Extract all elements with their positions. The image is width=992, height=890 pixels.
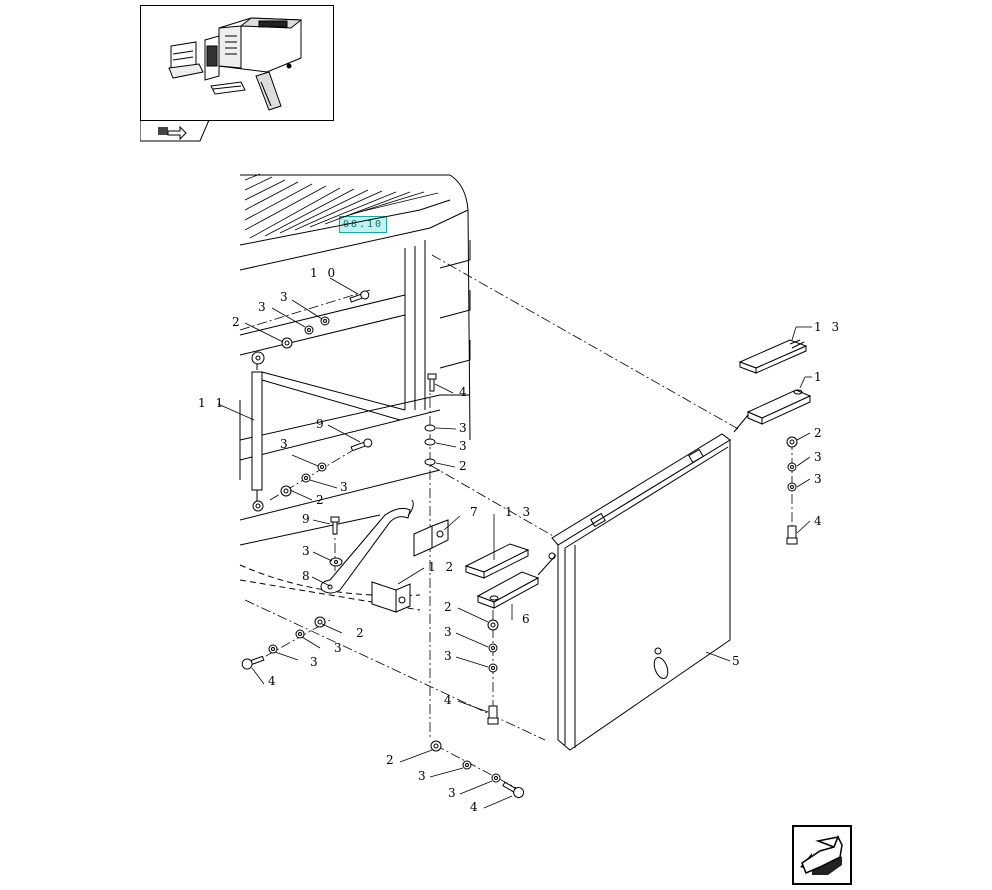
support-arm: [320, 499, 414, 594]
callout-5: 5: [732, 654, 743, 668]
callout-12: 1 2: [428, 560, 457, 574]
callout-3: 3: [418, 769, 429, 783]
callout-2: 2: [459, 459, 470, 473]
callout-3: 3: [444, 625, 455, 639]
callout-3: 3: [310, 655, 321, 669]
callout-6: 6: [522, 612, 533, 626]
machine-overview-thumbnail[interactable]: [140, 5, 334, 121]
callout-8: 8: [302, 569, 313, 583]
cover-door-panel: [551, 433, 731, 751]
next-page-button[interactable]: [792, 825, 852, 885]
callout-4: 4: [268, 674, 279, 688]
callout-3: 3: [280, 437, 291, 451]
clip-bracket: [413, 519, 449, 557]
callout-1: 1: [814, 370, 825, 384]
callout-4: 4: [814, 514, 825, 528]
callout-4: 4: [459, 385, 470, 399]
callout-3: 3: [814, 472, 825, 486]
callout-9: 9: [302, 512, 313, 526]
rubber-pad-middle: [464, 543, 530, 579]
callout-2: 2: [232, 315, 243, 329]
callout-3: 3: [280, 290, 291, 304]
callout-4: 4: [444, 693, 455, 707]
next-page-arrow-icon: [800, 835, 843, 875]
callout-7: 7: [470, 505, 481, 519]
machine-overview-icon: [168, 17, 303, 111]
fasteners: [241, 290, 798, 798]
callout-13: 1 3: [814, 320, 843, 334]
callout-11: 1 1: [198, 396, 227, 410]
callout-3: 3: [814, 450, 825, 464]
hinge-plate-right: [733, 389, 812, 433]
callout-9: 9: [316, 417, 327, 431]
cab-grille: [244, 173, 439, 239]
callout-2: 2: [356, 626, 367, 640]
callout-2: 2: [814, 426, 825, 440]
callout-4: 4: [470, 800, 481, 814]
gas-strut: [251, 351, 265, 512]
reference-tag[interactable]: 08.10: [339, 216, 387, 233]
cab-body: [239, 174, 471, 546]
rubber-pad-right: [738, 339, 808, 374]
callout-3: 3: [258, 300, 269, 314]
callout-13: 1 3: [505, 505, 534, 519]
view-tab: [139, 119, 210, 142]
callout-3: 3: [459, 439, 470, 453]
angle-bracket: [371, 581, 411, 613]
callout-3: 3: [334, 641, 345, 655]
hinge-plate-middle: [476, 552, 557, 609]
callout-3: 3: [340, 480, 351, 494]
callout-2: 2: [386, 753, 397, 767]
callout-2: 2: [444, 600, 455, 614]
callout-3: 3: [459, 421, 470, 435]
callout-3: 3: [448, 786, 459, 800]
view-direction-icon: [139, 119, 210, 142]
callout-3: 3: [444, 649, 455, 663]
callout-10: 1 0: [310, 266, 339, 280]
callout-2: 2: [316, 493, 327, 507]
leader-lines: [217, 277, 812, 809]
callout-3: 3: [302, 544, 313, 558]
